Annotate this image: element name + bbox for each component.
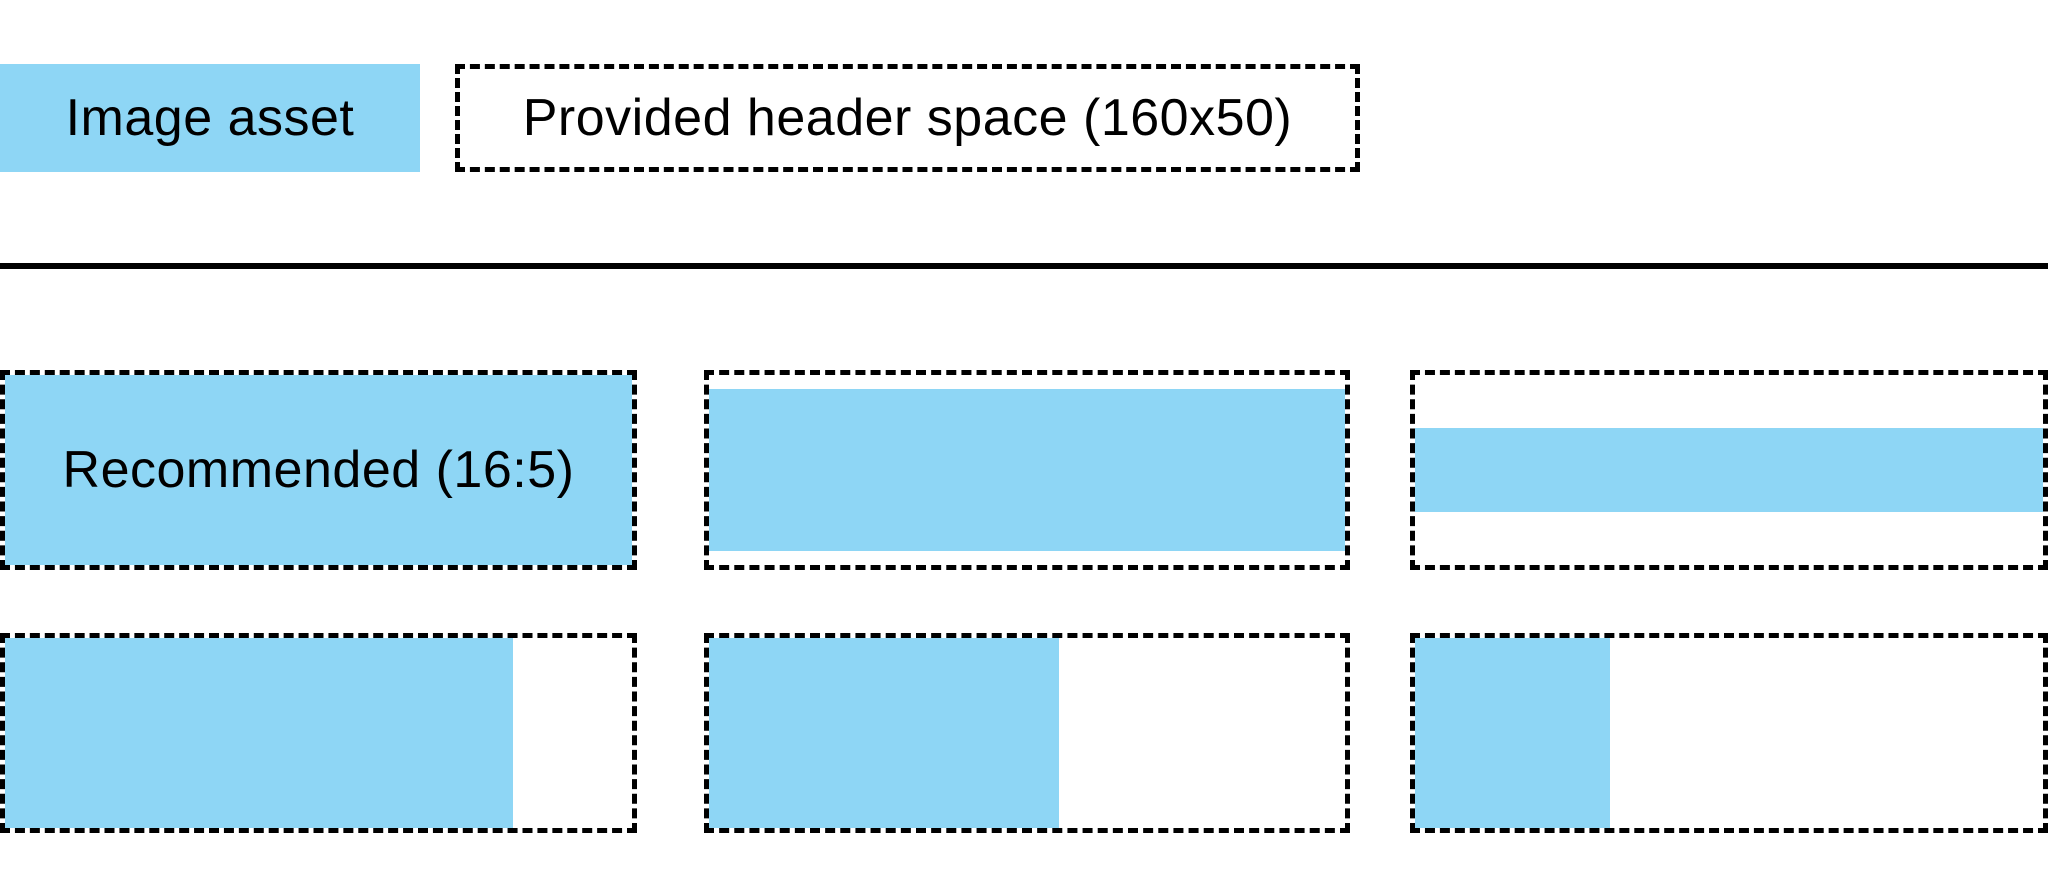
asset-fill-very-wide — [1415, 428, 2043, 512]
demo-box-recommended: Recommended (16:5) — [0, 370, 637, 570]
asset-fill-recommended: Recommended (16:5) — [5, 375, 632, 565]
header-space-legend-box: Provided header space (160x50) — [455, 64, 1360, 172]
recommended-label: Recommended (16:5) — [62, 441, 575, 499]
asset-fill-taller — [709, 638, 1059, 828]
image-asset-label: Image asset — [65, 89, 355, 147]
demo-box-tall-asset — [0, 633, 637, 833]
header-space-label: Provided header space (160x50) — [522, 89, 1293, 147]
asset-fill-tall — [5, 638, 513, 828]
demo-box-very-wide-asset — [1410, 370, 2048, 570]
asset-fill-square — [1415, 638, 1610, 828]
demo-box-taller-asset — [704, 633, 1350, 833]
asset-fill-wide — [709, 389, 1345, 551]
image-asset-legend-swatch: Image asset — [0, 64, 420, 172]
demo-box-wide-asset — [704, 370, 1350, 570]
demo-box-square-asset — [1410, 633, 2048, 833]
section-divider — [0, 263, 2048, 269]
